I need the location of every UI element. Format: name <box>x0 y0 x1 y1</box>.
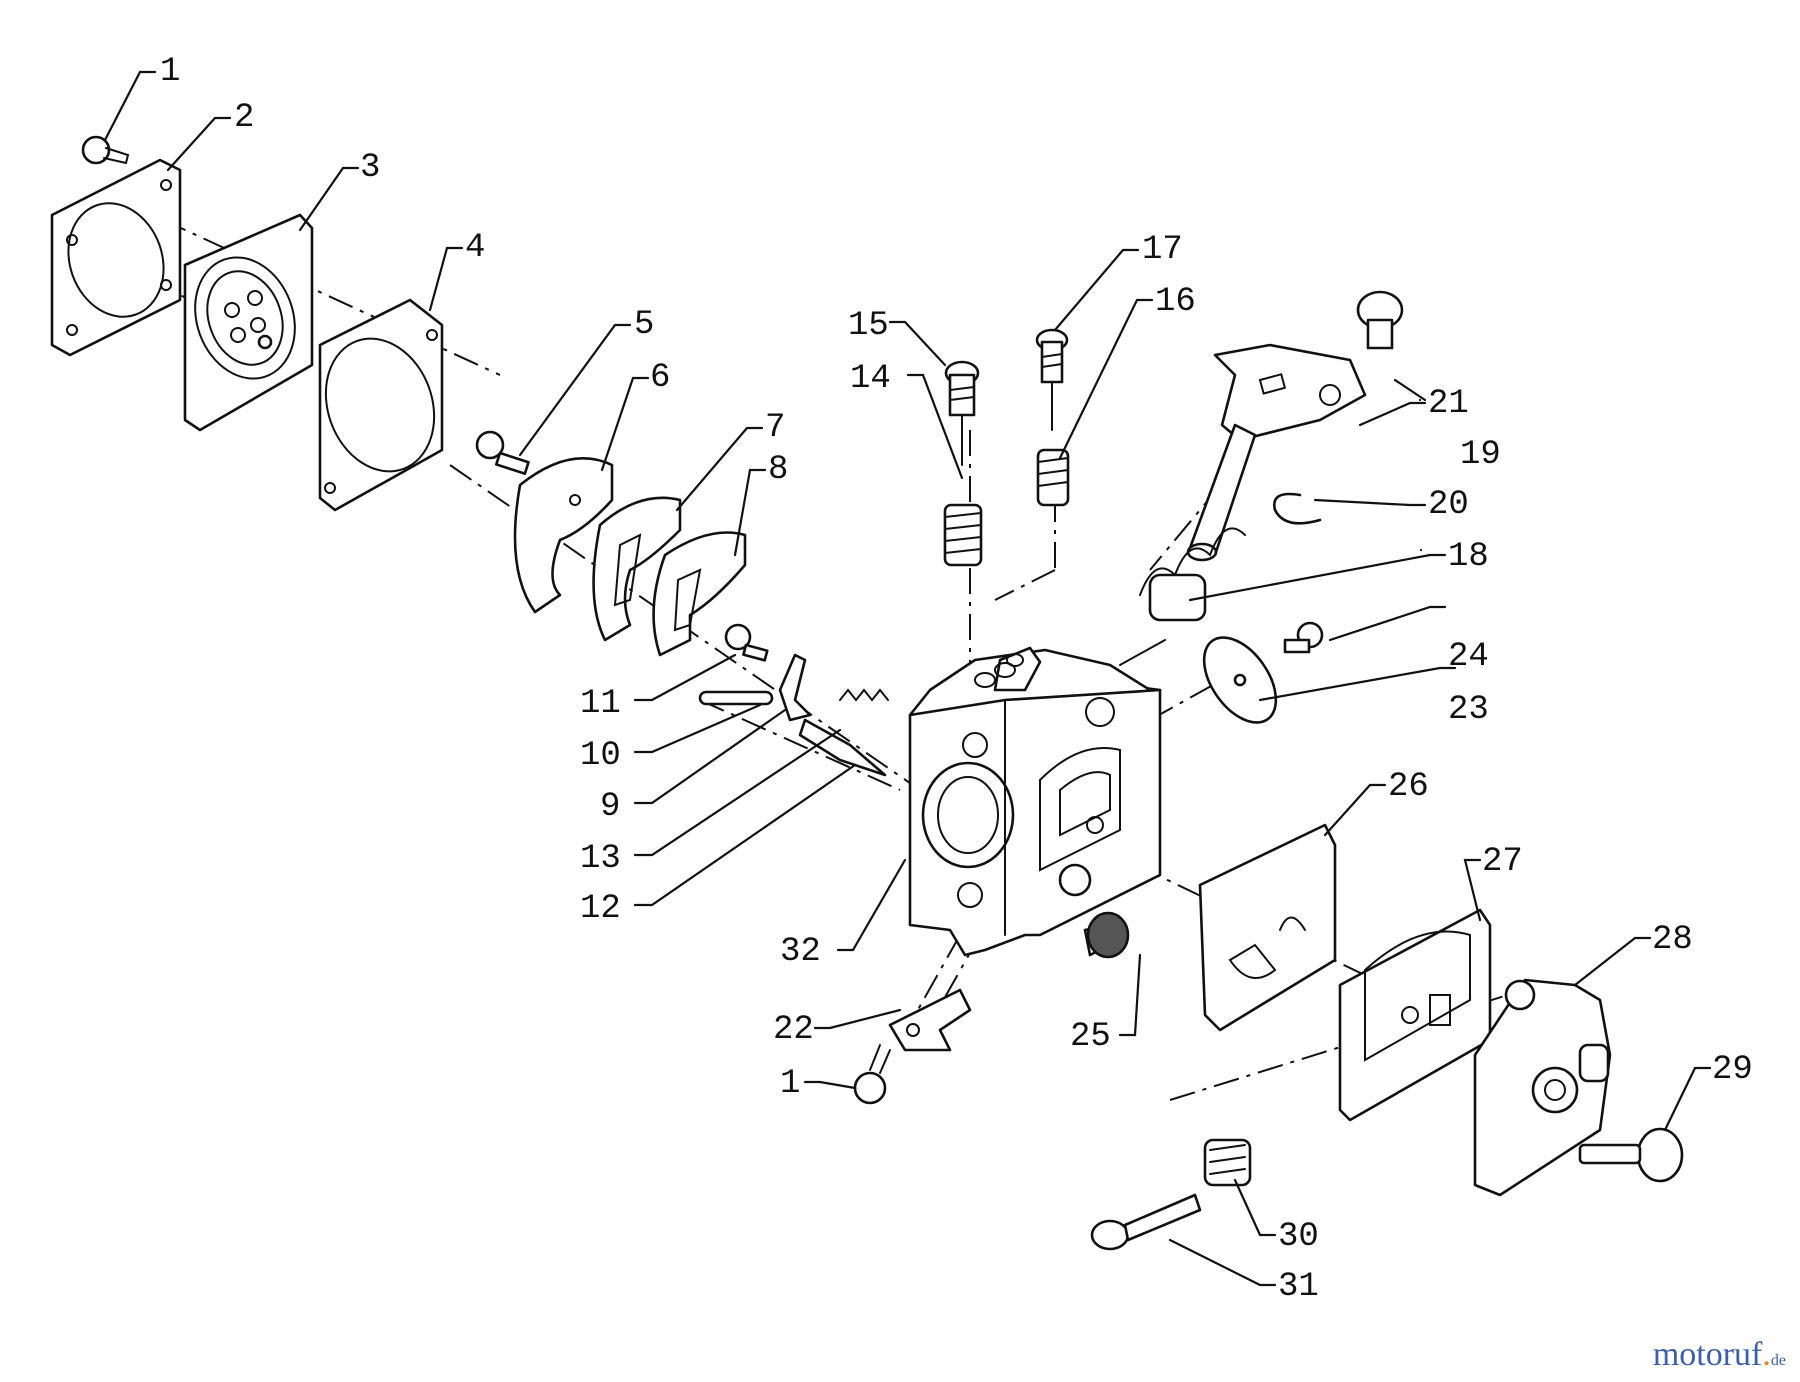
part-2-cover <box>50 158 182 357</box>
part-26-gasket <box>1198 823 1337 1032</box>
part-32-carburetor-body <box>908 646 1162 957</box>
callout-11: 11 <box>580 685 621 723</box>
part-22-bracket <box>888 988 972 1052</box>
callout-15: 15 <box>848 307 889 345</box>
part-9-lever <box>778 653 812 722</box>
callout-18: 18 <box>1448 538 1489 576</box>
part-3-pump-diaphragm <box>183 213 314 432</box>
part-23-throttle-disc <box>1202 636 1278 724</box>
callout-4: 4 <box>465 229 485 267</box>
part-4-gasket <box>318 298 444 512</box>
callout-7: 7 <box>765 409 785 447</box>
part-1-screw-bottom <box>853 1044 891 1105</box>
part-12-needle <box>798 718 887 777</box>
part-27-metering-diaphragm <box>1338 908 1492 1122</box>
part-1-screw-top <box>81 135 129 165</box>
callout-22: 22 <box>773 1011 814 1049</box>
callout-9: 9 <box>600 788 620 826</box>
part-16-spring <box>1036 448 1070 507</box>
leader-lines <box>103 70 1712 1287</box>
callout-24: 24 <box>1448 638 1489 676</box>
callout-1-top: 1 <box>160 53 180 91</box>
callout-16: 16 <box>1155 283 1196 321</box>
callout-21: 21 <box>1428 385 1469 423</box>
callout-13: 13 <box>580 840 621 878</box>
part-14-spring <box>943 503 983 567</box>
callout-23: 23 <box>1448 691 1489 729</box>
callout-28: 28 <box>1652 921 1693 959</box>
part-13-spring <box>839 688 889 702</box>
callout-6: 6 <box>650 359 670 397</box>
watermark-logo: motoruf.de <box>1653 1336 1786 1374</box>
callout-10: 10 <box>580 737 621 775</box>
watermark-brand: motoruf <box>1652 1336 1763 1373</box>
callout-3: 3 <box>360 149 380 187</box>
part-15-adjust-screw <box>944 360 980 466</box>
part-10-pin <box>698 690 774 706</box>
part-30-spring <box>1203 1138 1252 1187</box>
callout-29: 29 <box>1712 1051 1753 1089</box>
callout-5: 5 <box>634 306 654 344</box>
callout-2: 2 <box>234 99 254 137</box>
callout-1-bottom: 1 <box>780 1065 800 1103</box>
part-17-adjust-screw <box>1035 328 1069 431</box>
callout-27: 27 <box>1482 843 1523 881</box>
part-20-clip <box>1273 492 1322 525</box>
callout-31: 31 <box>1278 1268 1319 1306</box>
callout-20: 20 <box>1428 486 1469 524</box>
callout-25: 25 <box>1070 1018 1111 1056</box>
watermark-tld: de <box>1770 1352 1786 1369</box>
part-24-screw <box>1283 621 1324 654</box>
callout-8: 8 <box>768 451 788 489</box>
part-6-plate <box>513 457 614 614</box>
part-21-screw <box>1356 290 1404 350</box>
part-29-screw <box>1578 1127 1684 1183</box>
part-11-screw <box>724 623 769 662</box>
part-5-screw <box>475 430 530 475</box>
callout-30: 30 <box>1278 1218 1319 1256</box>
callout-17: 17 <box>1142 231 1183 269</box>
callout-labels: 1 2 3 4 5 6 7 8 11 10 9 13 12 14 15 16 1… <box>160 53 1753 1306</box>
callout-32: 32 <box>780 933 821 971</box>
callout-12: 12 <box>580 890 621 928</box>
watermark-dot: . <box>1762 1336 1771 1373</box>
part-28-cover <box>1473 978 1612 1197</box>
part-19-throttle-shaft <box>1186 343 1367 562</box>
part-25-filter-screen <box>1086 911 1130 959</box>
part-18-spring <box>1119 527 1246 666</box>
callout-14: 14 <box>850 360 891 398</box>
part-7-plate <box>592 496 682 642</box>
part-8-plate <box>652 531 747 657</box>
callout-26: 26 <box>1388 768 1429 806</box>
part-31-screw <box>1090 1193 1202 1251</box>
callout-19: 19 <box>1460 436 1501 474</box>
